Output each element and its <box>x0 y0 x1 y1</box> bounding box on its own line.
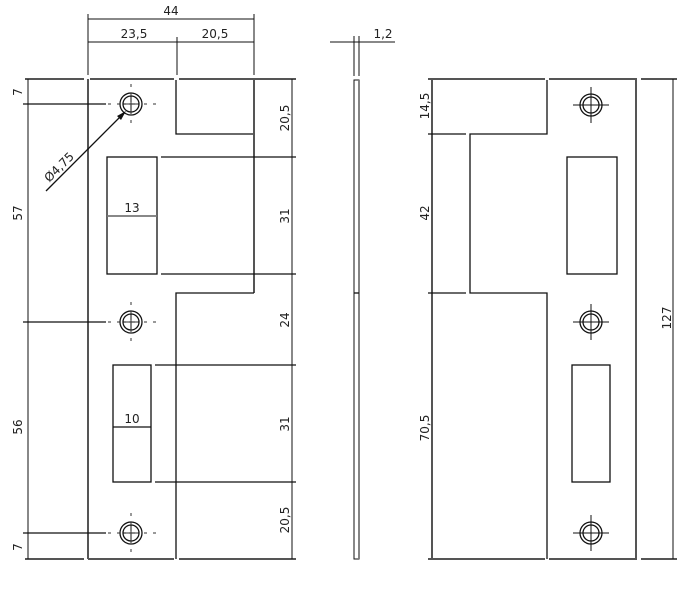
right-top-label: 20,5 <box>278 105 292 132</box>
right-vertical-dimensions: 20,5 31 24 31 20,5 <box>278 79 293 559</box>
width-dimensions: 44 23,5 20,5 <box>87 4 255 75</box>
back-middle-label: 42 <box>418 205 432 220</box>
right-slot-upper-label: 31 <box>278 208 292 223</box>
front-view: 44 23,5 20,5 13 10 <box>11 4 296 560</box>
slot-lower-width-label: 10 <box>124 412 139 426</box>
slot-upper-width-label: 13 <box>124 201 139 215</box>
back-plate-outline <box>428 78 677 560</box>
hole-diameter-leader: Ø4,75 <box>41 111 126 192</box>
hole-spacing-upper-label: 57 <box>11 205 25 220</box>
left-vertical-dimensions: 7 57 56 7 <box>11 79 106 559</box>
side-view: 1,2 <box>330 27 395 560</box>
screw-hole-middle <box>108 302 156 346</box>
screw-hole-bottom <box>108 513 156 553</box>
back-view: 14,5 42 70,5 127 <box>418 78 677 560</box>
overall-width-label: 44 <box>163 4 178 18</box>
right-slot-lower-label: 31 <box>278 416 292 431</box>
back-slot-lower <box>571 364 611 483</box>
bottom-hole-offset-label: 7 <box>11 543 25 551</box>
overall-height-label: 127 <box>660 307 674 330</box>
screw-hole-top <box>108 84 156 128</box>
hole-spacing-lower-label: 56 <box>11 419 25 434</box>
slot-upper: 13 <box>106 156 296 275</box>
top-hole-offset-label: 7 <box>11 88 25 96</box>
front-plate-outline <box>25 78 296 560</box>
back-slot-upper <box>566 156 618 275</box>
back-bottom-label: 70,5 <box>418 415 432 442</box>
back-hole-top <box>573 87 609 123</box>
back-hole-bottom <box>573 515 609 551</box>
right-bottom-label: 20,5 <box>278 507 292 534</box>
back-top-label: 14,5 <box>418 93 432 120</box>
hole-diameter-label: Ø4,75 <box>41 149 76 184</box>
slot-lower: 10 <box>112 364 296 483</box>
width-left-label: 23,5 <box>121 27 148 41</box>
thickness-label: 1,2 <box>373 27 392 41</box>
right-middle-label: 24 <box>278 312 292 327</box>
back-hole-middle <box>573 304 609 340</box>
width-right-label: 20,5 <box>202 27 229 41</box>
